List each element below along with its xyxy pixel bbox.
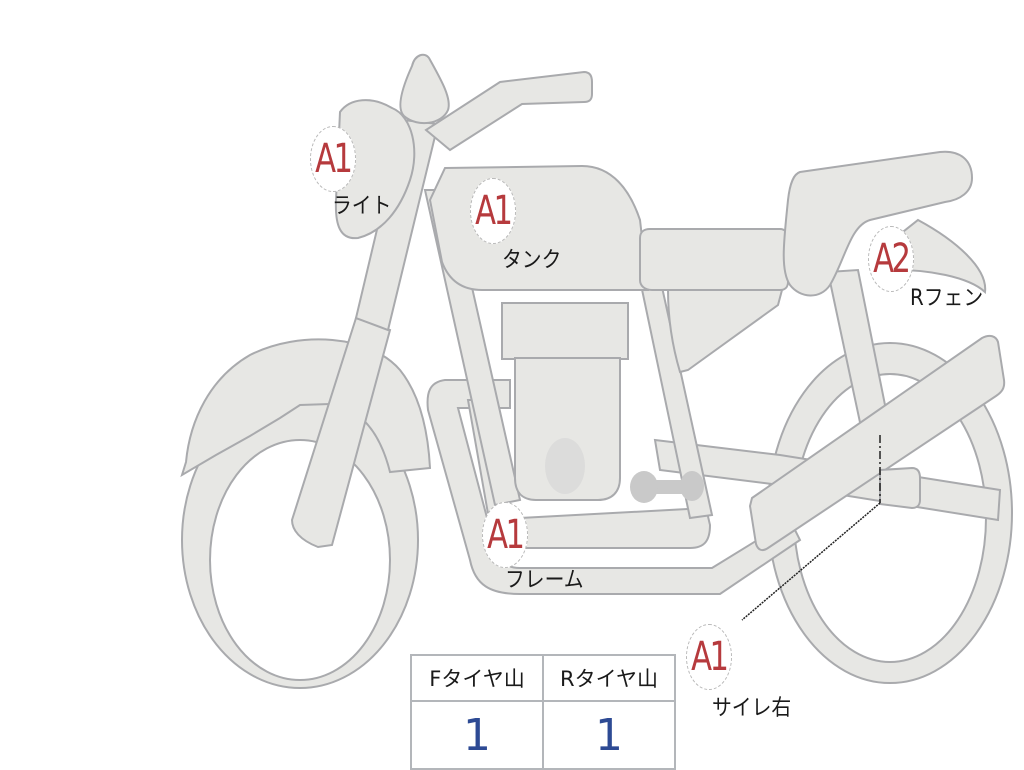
footpeg (630, 471, 704, 503)
table-value-row: 1 1 (410, 700, 676, 770)
seat-rear (782, 150, 974, 297)
speedometer (399, 53, 450, 125)
front-tire-tread-header: Fタイヤ山 (410, 654, 544, 702)
headlight (334, 99, 416, 240)
part-label-tank: タンク (502, 248, 562, 273)
tire-tread-table: Fタイヤ山 Rタイヤ山 1 1 (410, 654, 676, 770)
part-label-rear-fender: Rフェン (910, 286, 984, 311)
handlebar (424, 70, 593, 152)
muffler (748, 334, 1006, 552)
part-label-silencer-right: サイレ右 (712, 696, 792, 721)
grade-badge-silencer-right: A1 (686, 624, 732, 690)
grade-badge-rear-fender: A2 (868, 226, 914, 292)
grade-badge-frame: A1 (482, 502, 528, 568)
part-label-light: ライト (332, 194, 392, 219)
part-label-frame: フレーム (505, 568, 584, 593)
front-fork (290, 316, 392, 549)
rear-tire-tread-header: Rタイヤ山 (542, 654, 676, 702)
grade-badge-tank: A1 (470, 178, 516, 244)
silencer-leader-line (741, 435, 881, 621)
rear-tire-tread-value: 1 (542, 700, 676, 770)
table-header-row: Fタイヤ山 Rタイヤ山 (410, 654, 676, 702)
front-tire-tread-value: 1 (410, 700, 544, 770)
side-panel (666, 289, 784, 374)
engine (501, 302, 629, 501)
seat-front (639, 228, 789, 291)
grade-badge-light: A1 (310, 126, 356, 192)
